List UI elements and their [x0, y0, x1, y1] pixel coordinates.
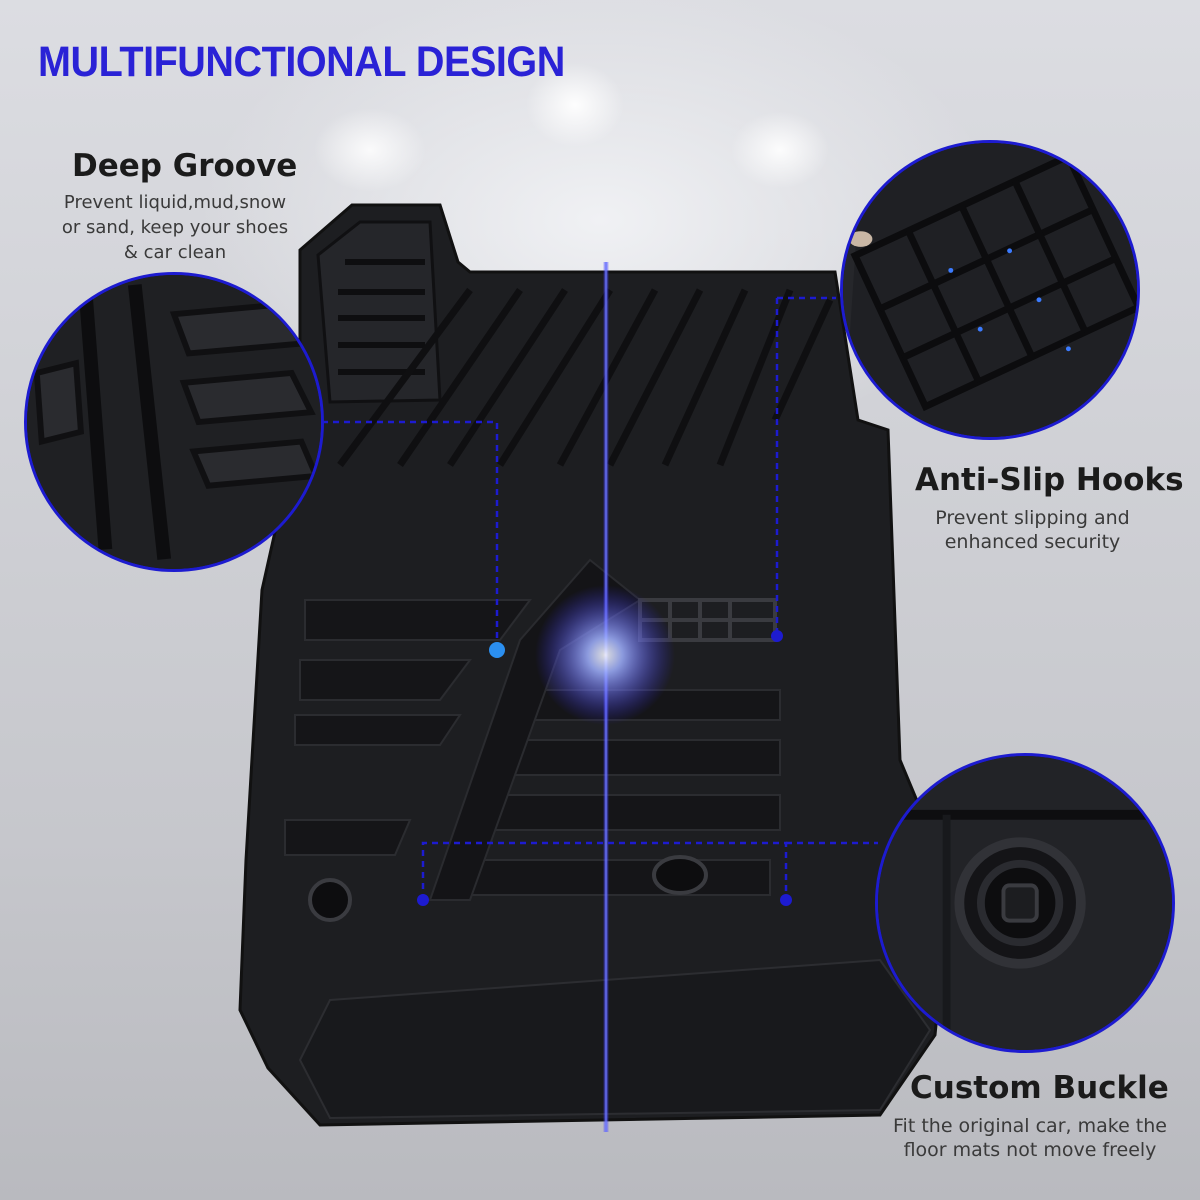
custom-buckle-description: Fit the original car, make the floor mat… [893, 1115, 1167, 1161]
deep-groove-title: Deep Groove [72, 148, 298, 184]
light-flare [535, 585, 675, 725]
anti-slip-hooks-description: Prevent slipping and enhanced security [935, 507, 1130, 553]
upper-diagonal-grooves [337, 287, 834, 468]
custom-buckle-title: Custom Buckle [910, 1070, 1169, 1106]
callout-dots [417, 630, 792, 906]
anti-slip-hooks-title: Anti-Slip Hooks [915, 462, 1184, 498]
buckle-holes [308, 855, 708, 922]
heel-pad [316, 220, 442, 404]
deep-groove-zoom-circle [24, 272, 324, 572]
callout-lines [322, 296, 878, 900]
custom-buckle-zoom-circle [875, 753, 1175, 1053]
page-headline: MULTIFUNCTIONAL DESIGN [38, 38, 565, 86]
anti-slip-detail [843, 143, 1137, 437]
anti-slip-zoom-circle [840, 140, 1140, 440]
deep-groove-detail [27, 275, 321, 569]
deep-groove-description: Prevent liquid,mud,snow or sand, keep yo… [61, 192, 289, 263]
custom-buckle-detail [878, 756, 1172, 1050]
